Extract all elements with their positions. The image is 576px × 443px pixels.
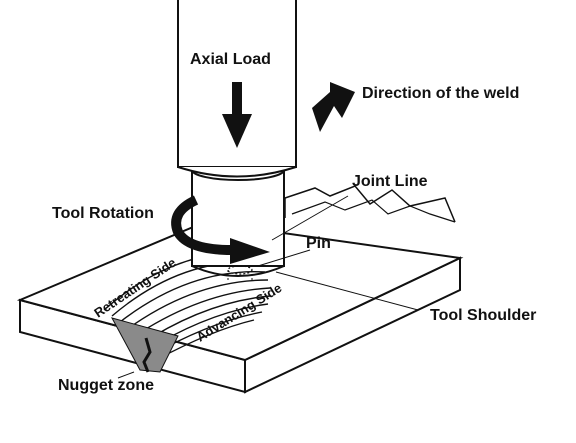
tool-shoulder-leader	[275, 271, 419, 311]
diagonal-right-arrow-icon	[312, 82, 355, 132]
weld-arc	[119, 271, 266, 323]
nugget-zone-core	[142, 337, 152, 373]
joint-line-label: Joint Line	[352, 173, 428, 190]
joint-line-leader	[271, 195, 349, 241]
curved-rotation-arrow-icon	[171, 195, 270, 264]
pin-label: Pin	[306, 235, 331, 252]
tool-holder-bottom	[177, 166, 297, 178]
leader-lines	[257, 195, 419, 311]
direction-of-weld-label: Direction of the weld	[362, 85, 519, 102]
tool-shoulder-bottom	[191, 265, 285, 277]
tool-rotation-label: Tool Rotation	[52, 205, 154, 222]
joint-edge-lower	[291, 199, 456, 223]
pin-leader	[257, 249, 311, 267]
tool-shoulder-label: Tool Shoulder	[430, 307, 536, 324]
axial-load-label: Axial Load	[190, 51, 271, 68]
nugget-zone-shade	[111, 317, 179, 373]
nugget-zone-label: Nugget zone	[58, 377, 154, 394]
joint-edge-back	[284, 185, 456, 223]
nugget-zone-leader	[117, 371, 135, 379]
down-arrow-icon	[222, 82, 252, 148]
nugget-zone	[111, 317, 179, 379]
weld-arc	[125, 279, 269, 331]
